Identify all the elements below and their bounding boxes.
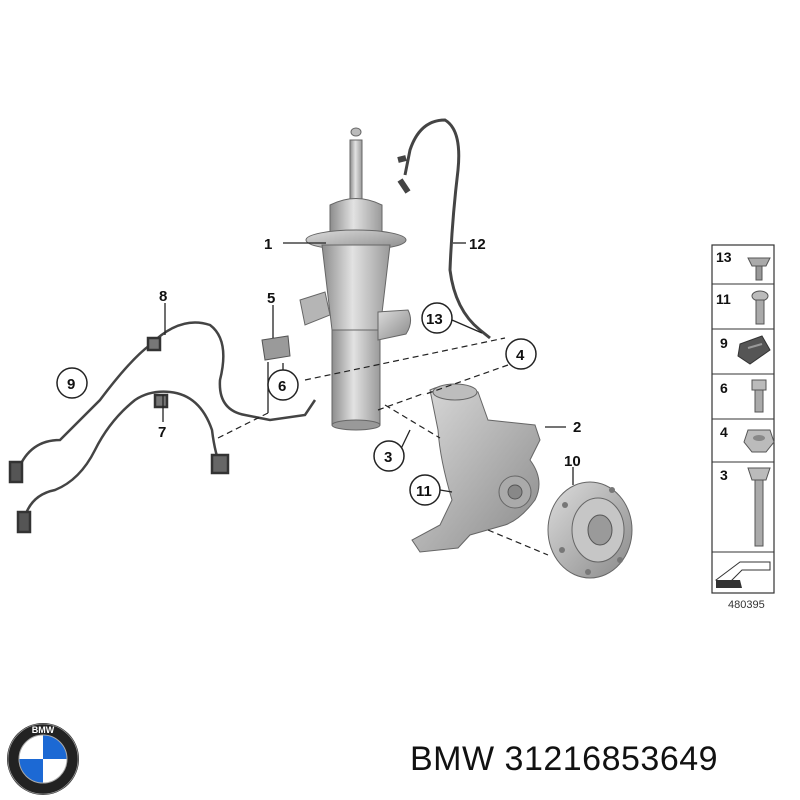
side-item-number: 9 [720,335,728,351]
wheel-hub-bearing [547,481,633,579]
side-item-6: 6 [720,379,767,413]
callout-3: 3 [373,440,405,472]
callout-11: 11 [409,474,441,506]
bmw-logo: BMW [7,723,79,795]
callout-number: 13 [426,311,443,328]
side-item-number: 13 [716,249,732,265]
callout-number: 9 [67,376,75,393]
callout-number: 12 [469,236,486,253]
fastener-side-panel: 13 11 9 6 4 3 [711,244,775,594]
callout-number: 6 [278,378,286,395]
side-item-13: 13 [716,249,771,281]
callout-12: 12 [469,236,486,253]
brake-pad-wear-sensor-cables [8,321,317,534]
callout-2: 2 [573,419,581,436]
callout-9: 9 [56,367,88,399]
callout-1: 1 [264,236,272,253]
side-item-number: 11 [716,291,731,307]
callout-number: 4 [516,347,525,364]
callout-13: 13 [421,302,453,334]
side-item-4: 4 [720,424,775,453]
side-item-number: 4 [720,424,728,440]
callout-number: 3 [384,449,392,466]
arrow-icon [714,561,771,588]
callout-7: 7 [158,424,166,441]
callout-4: 4 [505,338,537,370]
callout-6: 6 [267,369,299,401]
side-item-9: 9 [720,335,771,365]
callout-number: 10 [564,453,581,470]
brand-part-number: BMW 31216853649 [410,740,718,779]
side-item-number: 6 [720,380,728,396]
callout-number: 1 [264,236,272,253]
callout-8: 8 [159,288,167,305]
wheel-speed-sensor-cable [397,118,491,340]
dashed-assembly-lines [217,337,549,556]
logo-letters: BMW [32,725,55,735]
callout-number: 2 [573,419,581,436]
side-item-11: 11 [716,290,769,325]
brand-name: BMW [410,740,495,778]
part-number: 31216853649 [504,740,719,778]
steering-knuckle [411,383,541,553]
callout-number: 5 [267,290,275,307]
diagram-id: 480395 [728,599,765,611]
callout-number: 7 [158,424,166,441]
callout-number: 8 [159,288,167,305]
callout-10: 10 [564,453,581,470]
callout-5: 5 [267,290,275,307]
bracket-part-5 [261,335,291,361]
side-item-number: 3 [720,467,728,483]
side-item-3: 3 [720,467,771,547]
shock-absorber-strut [299,127,412,431]
callout-number: 11 [416,483,432,500]
